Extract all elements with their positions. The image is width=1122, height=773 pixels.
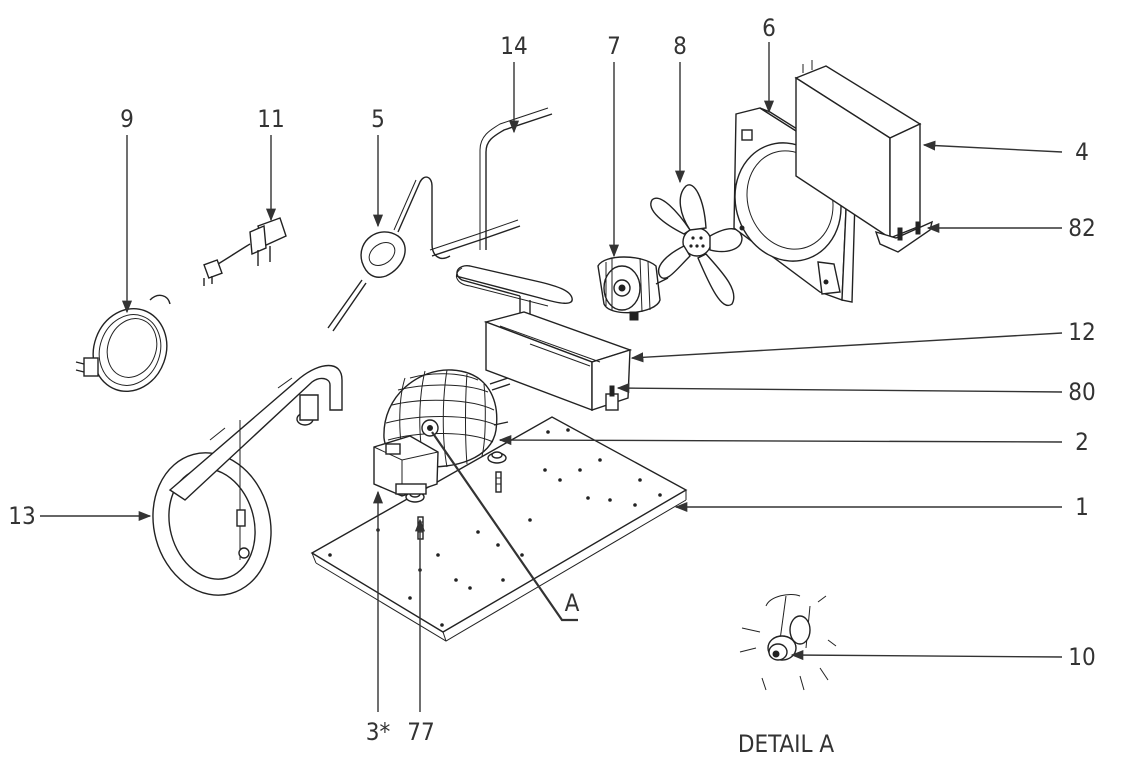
compressor <box>373 369 511 497</box>
condenser <box>794 60 934 253</box>
callout-labels: 9 11 5 14 7 8 6 4 82 12 80 2 1 10 13 3* … <box>8 14 1095 758</box>
callout-9: 9 <box>120 105 134 133</box>
filter-drier <box>327 176 451 332</box>
callout-13: 13 <box>8 502 35 530</box>
callout-77: 77 <box>407 718 434 746</box>
detail-a-grommet <box>739 593 837 691</box>
detail-a-title: DETAIL A <box>738 730 835 758</box>
callout-3: 3* <box>366 718 391 746</box>
callout-8: 8 <box>673 32 687 60</box>
power-cord <box>75 294 171 393</box>
screw-82 <box>897 221 921 241</box>
callout-82: 82 <box>1068 214 1095 242</box>
plug <box>203 217 287 286</box>
callout-6: 6 <box>762 14 776 42</box>
fan-motor <box>597 256 669 321</box>
callout-10: 10 <box>1068 643 1095 671</box>
callout-4: 4 <box>1075 138 1089 166</box>
callout-2: 2 <box>1075 428 1089 456</box>
callout-12: 12 <box>1068 318 1095 346</box>
callout-14: 14 <box>500 32 527 60</box>
grommet-rear <box>487 451 507 464</box>
suction-line <box>152 364 343 596</box>
leader-lines <box>40 42 1063 712</box>
callout-11: 11 <box>257 105 284 133</box>
callout-80: 80 <box>1068 378 1095 406</box>
callout-7: 7 <box>607 32 621 60</box>
callout-a: A <box>565 589 580 617</box>
fan-blade <box>650 184 743 307</box>
capillary-tube <box>429 107 573 318</box>
callout-1: 1 <box>1075 493 1089 521</box>
base-plate <box>310 416 688 642</box>
drain-pan <box>483 311 633 412</box>
callout-5: 5 <box>371 105 385 133</box>
